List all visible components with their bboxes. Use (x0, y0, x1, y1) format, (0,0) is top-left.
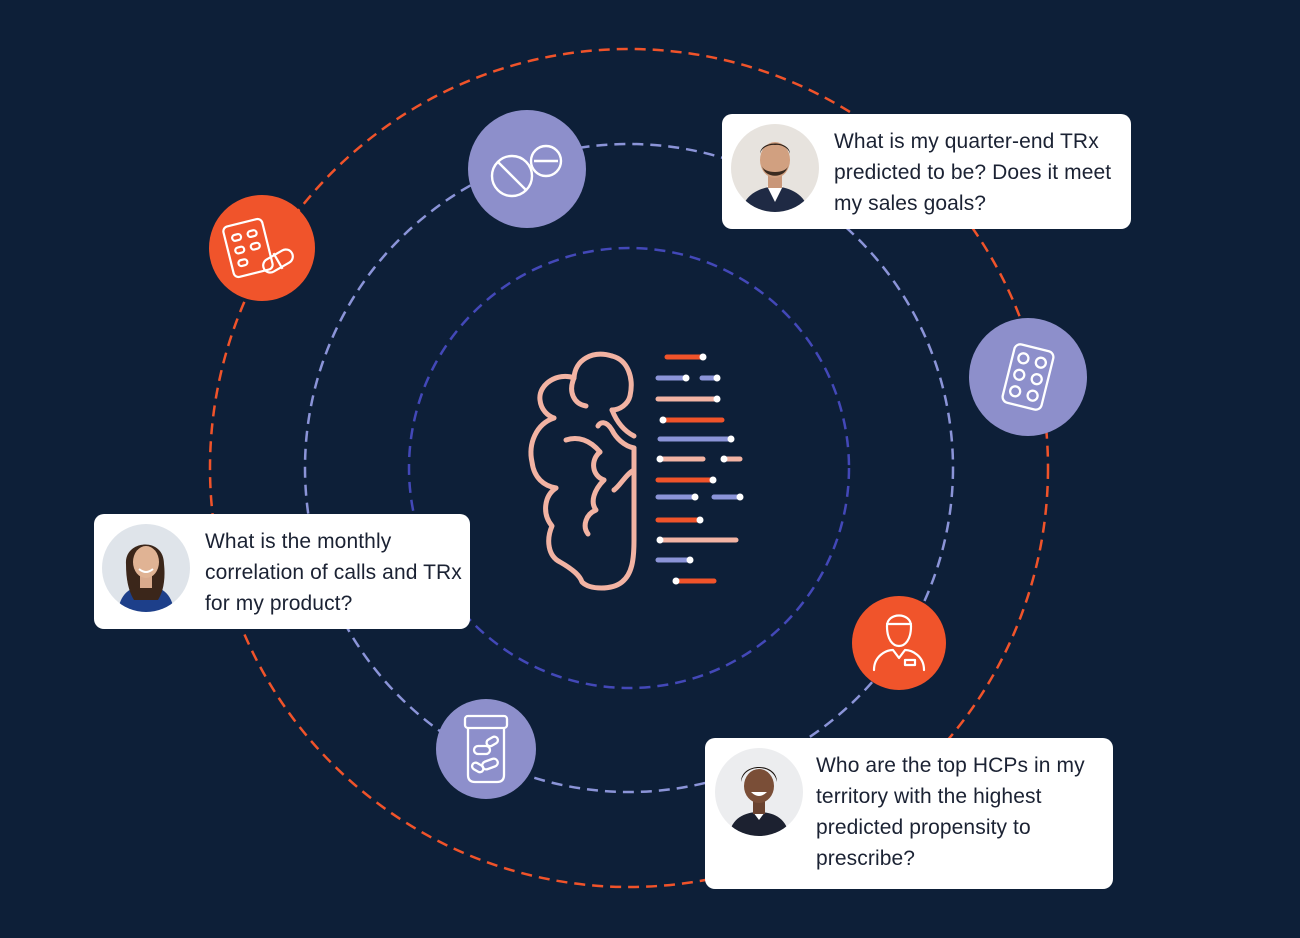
question-bubble-quarter-end: What is my quarter-end TRx predicted to … (722, 114, 1131, 229)
man-in-suit-avatar (731, 124, 819, 212)
blister-pack-icon (969, 318, 1087, 436)
brain-data-icon (528, 351, 744, 591)
pill-bottle-icon (436, 699, 536, 799)
woman-blue-jacket-avatar (102, 524, 190, 612)
woman-smiling-avatar (715, 748, 803, 836)
question-text: What is the monthly correlation of calls… (205, 530, 462, 615)
outer-orbit-ring (208, 47, 1050, 889)
question-text: What is my quarter-end TRx predicted to … (834, 130, 1112, 215)
question-bubble-correlation: What is the monthly correlation of calls… (94, 514, 470, 629)
pill-blister-orange-icon (209, 195, 315, 301)
question-bubble-top-hcps: Who are the top HCPs in my territory wit… (705, 738, 1113, 889)
pills-icon (468, 110, 586, 228)
pharmacist-icon (852, 596, 946, 690)
middle-orbit-ring (303, 142, 955, 794)
question-text: Who are the top HCPs in my territory wit… (816, 754, 1085, 870)
inner-orbit-ring (407, 246, 851, 690)
